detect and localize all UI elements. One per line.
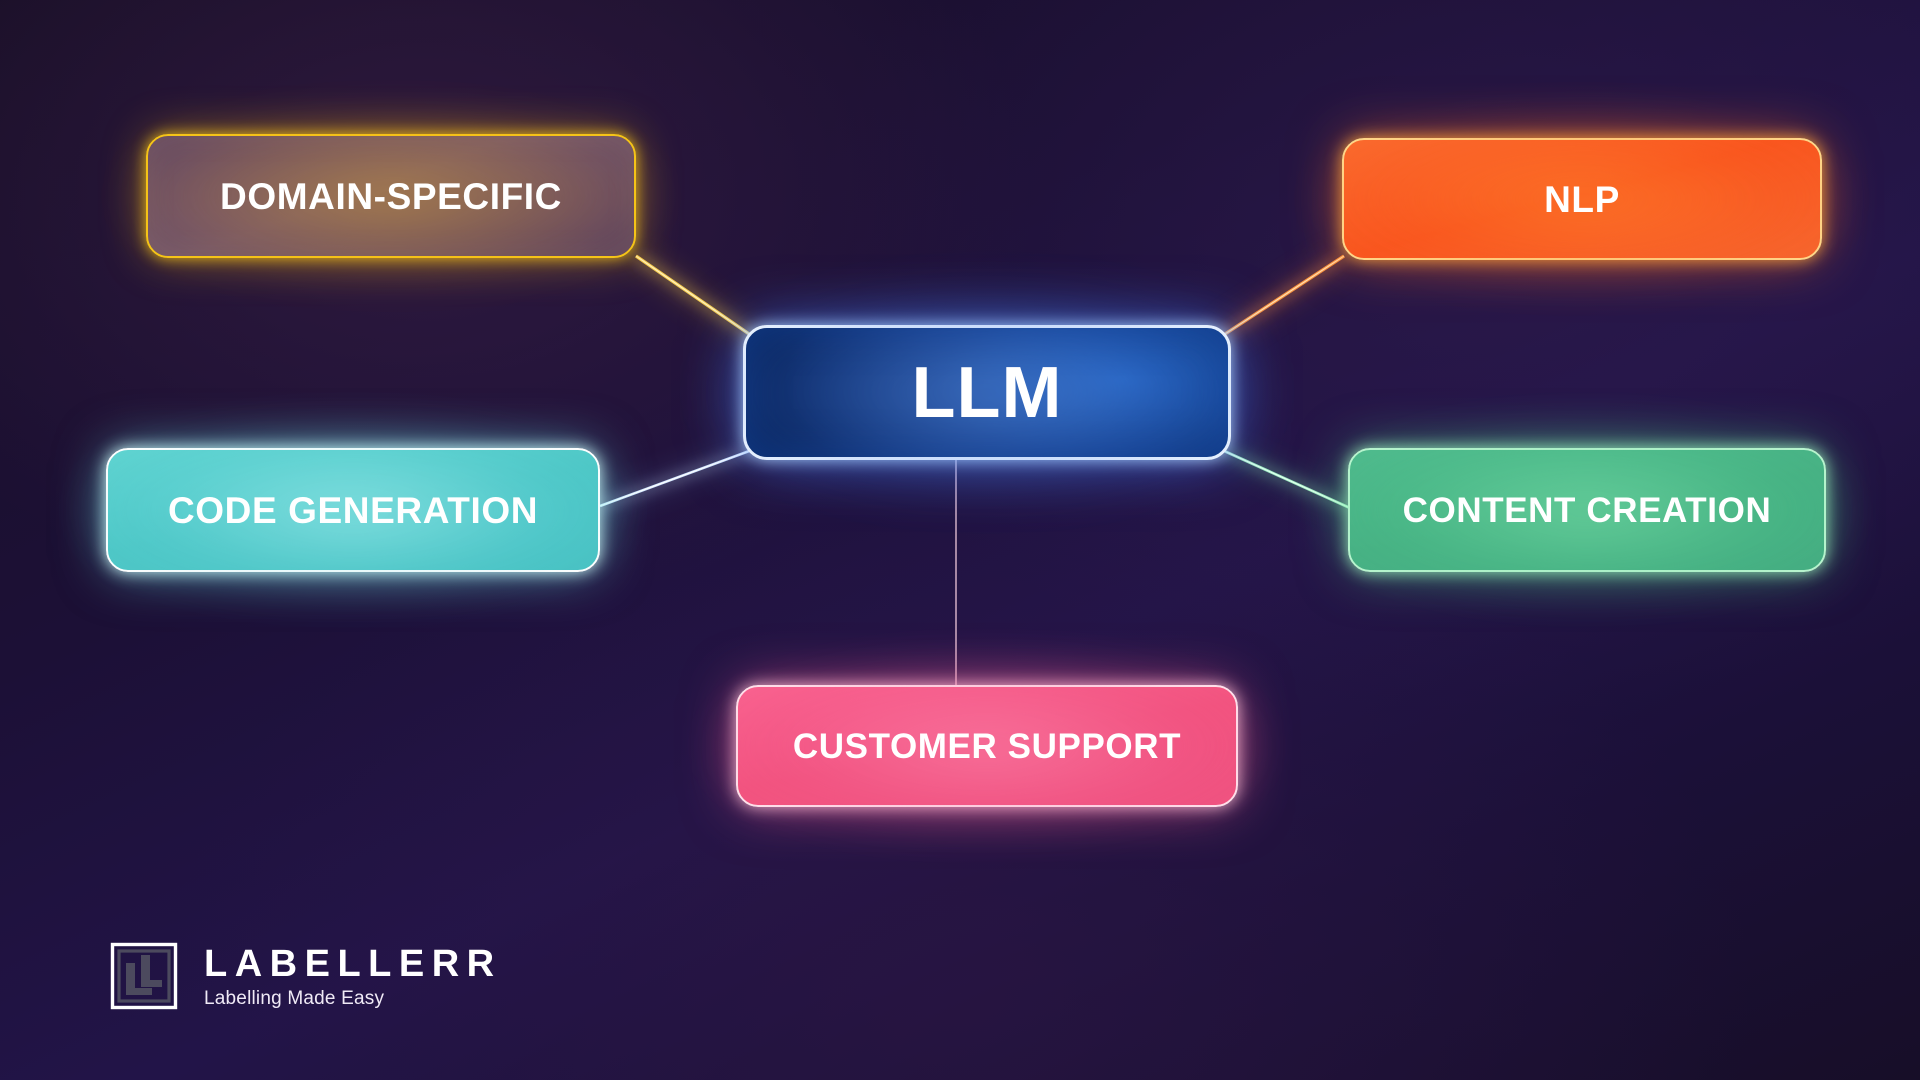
node-nlp[interactable]: NLP (1342, 138, 1822, 260)
node-customer-support-label: CUSTOMER SUPPORT (792, 726, 1182, 766)
node-domain-specific[interactable]: DOMAIN-SPECIFIC (146, 134, 636, 258)
node-llm-center[interactable]: LLM (743, 325, 1231, 460)
labellerr-logo-mark (110, 942, 178, 1010)
node-content-creation-label: CONTENT CREATION (1402, 490, 1772, 530)
logo-tagline: Labelling Made Easy (204, 987, 385, 1009)
logo-text-block: LABELLERR Labelling Made Easy (204, 945, 502, 1008)
node-customer-support[interactable]: CUSTOMER SUPPORT (736, 685, 1238, 807)
node-content-creation[interactable]: CONTENT CREATION (1348, 448, 1826, 572)
node-llm-label: LLM (911, 352, 1063, 433)
logo-wordmark: LABELLERR (204, 942, 502, 985)
node-code-generation[interactable]: CODE GENERATION (106, 448, 600, 572)
labellerr-logo: LABELLERR Labelling Made Easy (110, 942, 502, 1010)
node-domain-specific-label: DOMAIN-SPECIFIC (220, 175, 562, 217)
node-code-generation-label: CODE GENERATION (167, 489, 539, 531)
node-nlp-label: NLP (1544, 178, 1620, 220)
